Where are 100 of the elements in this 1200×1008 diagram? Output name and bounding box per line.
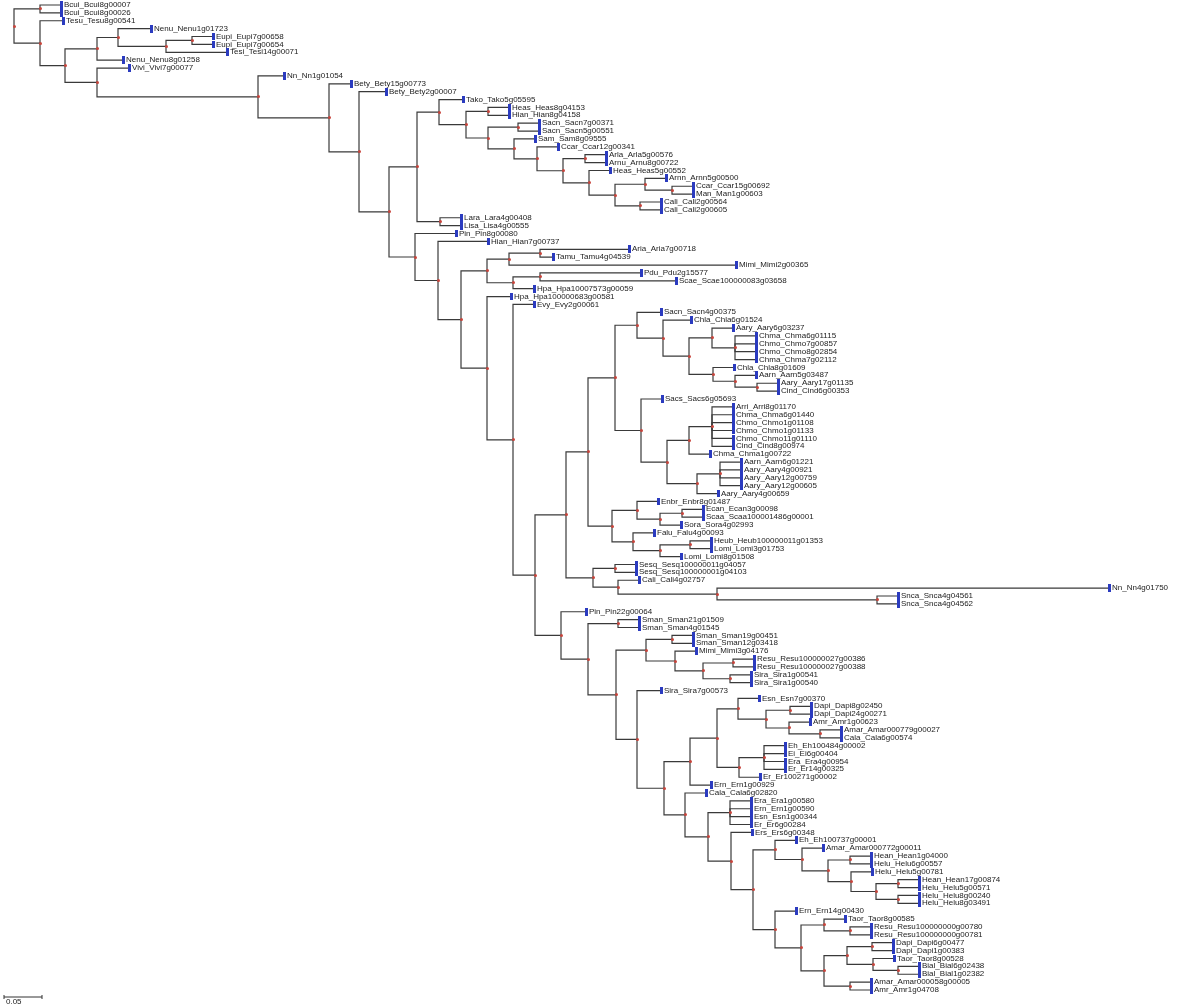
node-dot bbox=[438, 220, 442, 224]
tree-branch bbox=[871, 946, 893, 952]
tree-branch bbox=[897, 879, 919, 885]
node-dot bbox=[737, 765, 741, 769]
tree-branch bbox=[587, 377, 616, 453]
leaf-label: Dapi_Dapi8g02450 bbox=[810, 702, 883, 711]
tree-branch bbox=[659, 518, 681, 526]
tree-branch bbox=[584, 154, 606, 160]
tree-branch bbox=[801, 847, 823, 861]
leaf-label: Ccar_Ccar12g00341 bbox=[557, 142, 635, 151]
tree-branch bbox=[96, 48, 123, 61]
tree-branch bbox=[437, 240, 488, 282]
leaf-label: Helu_Helu5g00781 bbox=[871, 867, 944, 876]
tree-branch bbox=[800, 924, 825, 949]
tree-branch bbox=[517, 126, 539, 132]
tree-branch bbox=[486, 367, 514, 441]
leaf-label: Resu_Resu100000027g00388 bbox=[753, 663, 866, 671]
tree-branch bbox=[617, 619, 639, 625]
leaf-label: Sira_Sira1g00540 bbox=[750, 678, 819, 687]
node-dot bbox=[755, 385, 759, 389]
tree-branch bbox=[617, 579, 639, 588]
tree-branch bbox=[437, 279, 462, 321]
node-dot bbox=[610, 524, 614, 528]
node-dot bbox=[826, 869, 830, 873]
leaf-label: Amar_Amar000772g00011 bbox=[822, 844, 922, 853]
node-dot bbox=[486, 136, 490, 140]
tree-branch bbox=[711, 337, 736, 349]
leaf-label: Pin_Pin8g00080 bbox=[455, 229, 518, 238]
leaf-label: Nn_Nn4g01750 bbox=[1108, 584, 1169, 592]
leaf-label: Cali_Cali4g02757 bbox=[638, 576, 706, 585]
node-dot bbox=[639, 429, 643, 432]
leaf-label: Sacn_Sacn4g00375 bbox=[660, 308, 737, 317]
tree-branch bbox=[788, 727, 821, 735]
leaf-label: Chmo_Chmo11g01110 bbox=[732, 434, 817, 443]
tree-branch bbox=[823, 918, 845, 926]
node-dot bbox=[787, 726, 791, 730]
node-dot bbox=[731, 661, 735, 665]
tree-branch bbox=[592, 577, 619, 588]
node-dot bbox=[688, 543, 692, 547]
leaf-label: Sira_Sira7g00573 bbox=[660, 686, 729, 695]
leaf-label: Era_Era1g00580 bbox=[750, 796, 815, 805]
tree-branch bbox=[636, 324, 664, 339]
tree-branch bbox=[763, 753, 785, 759]
tree-branch bbox=[876, 595, 898, 601]
node-dot bbox=[751, 888, 755, 892]
leaf-label: Heas_Heas8g04153 bbox=[508, 103, 585, 112]
tree-branch bbox=[707, 836, 732, 862]
tree-branch bbox=[584, 158, 606, 164]
tree-branch bbox=[823, 954, 848, 972]
tree-branch bbox=[632, 532, 654, 543]
tree-branch bbox=[897, 894, 919, 900]
leaf-label: Sam_Sam8g09555 bbox=[534, 135, 607, 143]
tree-branch bbox=[671, 634, 693, 640]
leaf-label: Esn_Esn1g00344 bbox=[750, 812, 818, 821]
tree-branch bbox=[645, 649, 676, 662]
leaf-label: Cind_Cind8g00974 bbox=[732, 442, 805, 451]
node-dot bbox=[710, 425, 714, 429]
leaf-label: Eupi_Eupi7g00654 bbox=[212, 40, 284, 49]
node-dot bbox=[715, 592, 719, 596]
leaf-label: Taor_Taor8g00528 bbox=[893, 954, 964, 963]
tree-branch bbox=[734, 380, 758, 388]
tree-branch bbox=[674, 660, 704, 672]
leaf-label: Hean_Hean1g04000 bbox=[870, 852, 948, 860]
node-dot bbox=[896, 897, 900, 901]
node-dot bbox=[436, 278, 440, 282]
leaf-label: Taor_Taor8g00585 bbox=[844, 915, 915, 923]
leaf-label: Arnu_Arnu8g00722 bbox=[605, 158, 679, 167]
node-dot bbox=[538, 275, 542, 279]
leaf-label: Nenu_Nenu1g01723 bbox=[150, 24, 228, 33]
leaf-label: Lomi_Lomi3g01753 bbox=[710, 544, 785, 553]
tree-branch bbox=[702, 662, 734, 672]
node-dot bbox=[687, 438, 691, 442]
node-dot bbox=[616, 585, 620, 589]
tree-branch bbox=[640, 398, 662, 432]
tree-branch bbox=[614, 567, 636, 573]
node-dot bbox=[635, 323, 639, 327]
tree-branch bbox=[666, 439, 690, 463]
tree-branch bbox=[850, 871, 872, 883]
tree-branch bbox=[872, 957, 894, 965]
node-dot bbox=[718, 472, 722, 476]
node-dot bbox=[635, 737, 639, 741]
leaf-label: Cind_Cind6g00353 bbox=[777, 387, 850, 395]
node-dot bbox=[818, 732, 822, 736]
tree-branch bbox=[719, 473, 741, 487]
tree-branch bbox=[702, 670, 731, 680]
node-dot bbox=[635, 508, 639, 512]
tree-branch bbox=[588, 169, 610, 184]
tree-branch bbox=[513, 138, 535, 150]
tree-branch bbox=[611, 509, 638, 527]
leaf-label: Aary_Aary6g03237 bbox=[732, 324, 805, 332]
leaf-label: Lara_Lara4g00408 bbox=[460, 213, 532, 222]
tree-branch bbox=[486, 270, 514, 284]
tree-branch bbox=[587, 658, 617, 696]
node-dot bbox=[535, 157, 539, 161]
tree-branch bbox=[644, 177, 666, 185]
tree-branch bbox=[560, 634, 589, 660]
leaf-label: Arla_Arla5g00576 bbox=[605, 150, 674, 159]
leaf-label: Aary_Aary12g00605 bbox=[740, 481, 817, 490]
leaf-label: Amr_Amr1g00623 bbox=[809, 718, 878, 726]
tree-branch bbox=[487, 126, 519, 139]
